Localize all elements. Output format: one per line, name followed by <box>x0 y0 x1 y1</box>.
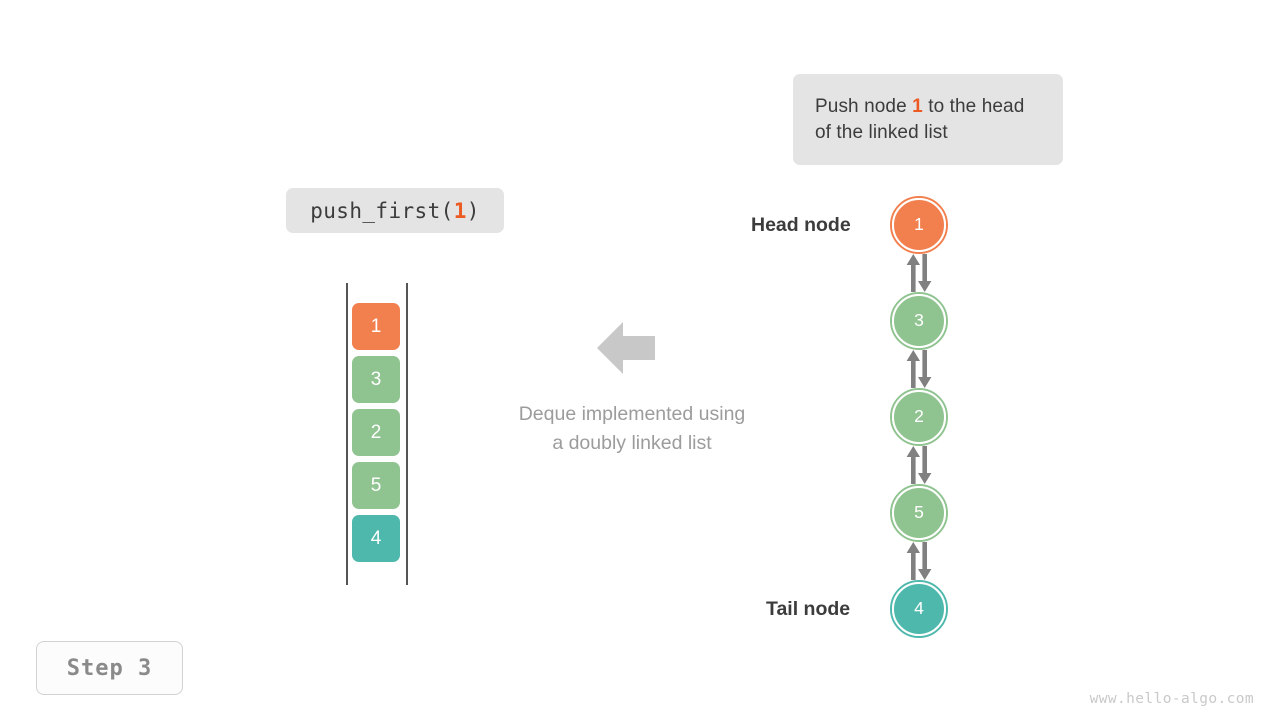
callout-text: Push node 1 to the head of the linked li… <box>815 94 1041 146</box>
callout-text-after: to the head of the linked list <box>815 95 1025 143</box>
list-node-inner: 4 <box>892 582 946 636</box>
list-node-value: 5 <box>914 502 924 523</box>
list-node-inner: 5 <box>892 486 946 540</box>
deque-cell-value: 2 <box>370 422 382 443</box>
list-node: 1 <box>890 196 948 254</box>
head-node-label: Head node <box>751 214 851 236</box>
list-node: 4 <box>890 580 948 638</box>
step-badge-label: Step 3 <box>66 655 153 681</box>
caption-line-2: a doubly linked list <box>552 432 712 454</box>
deque-array-column: 1 3 2 5 4 <box>344 283 412 585</box>
diagram-caption: Deque implemented using a doubly linked … <box>452 400 812 458</box>
list-node-value: 3 <box>914 310 924 331</box>
callout-bubble: Push node 1 to the head of the linked li… <box>793 74 1063 165</box>
caption-line-1: Deque implemented using <box>518 403 746 425</box>
deque-cell-value: 3 <box>370 369 382 390</box>
deque-rail-left <box>346 283 348 585</box>
deque-cell: 5 <box>352 462 400 509</box>
doubly-linked-list: 1 3 2 5 4 <box>860 180 1000 650</box>
step-badge: Step 3 <box>36 641 183 695</box>
tail-node-label: Tail node <box>766 598 851 620</box>
list-node-inner: 1 <box>892 198 946 252</box>
double-arrow-vertical-icon <box>904 254 934 292</box>
list-node-value: 4 <box>914 598 924 619</box>
deque-cell-value: 1 <box>370 316 382 337</box>
deque-cell-value: 5 <box>370 475 382 496</box>
list-node-value: 1 <box>914 214 924 235</box>
operation-prefix: push_first( <box>310 198 454 223</box>
list-node-value: 2 <box>914 406 924 427</box>
operation-argument: 1 <box>453 198 467 223</box>
list-node-inner: 2 <box>892 390 946 444</box>
deque-cell: 3 <box>352 356 400 403</box>
double-arrow-vertical-icon <box>904 446 934 484</box>
operation-suffix: ) <box>466 198 480 223</box>
operation-label: push_first(1) <box>310 199 480 223</box>
list-node: 2 <box>890 388 948 446</box>
list-node: 3 <box>890 292 948 350</box>
list-node-inner: 3 <box>892 294 946 348</box>
deque-cell-value: 4 <box>370 528 382 549</box>
deque-cell: 2 <box>352 409 400 456</box>
watermark: www.hello-algo.com <box>1089 691 1254 707</box>
deque-cell: 1 <box>352 303 400 350</box>
callout-text-before: Push node <box>815 95 913 117</box>
deque-cell: 4 <box>352 515 400 562</box>
list-node: 5 <box>890 484 948 542</box>
arrow-left-icon <box>597 321 655 375</box>
double-arrow-vertical-icon <box>904 542 934 580</box>
operation-chip: push_first(1) <box>286 188 504 233</box>
deque-rail-right <box>406 283 408 585</box>
double-arrow-vertical-icon <box>904 350 934 388</box>
callout-highlight-value: 1 <box>912 95 923 117</box>
deque-cell-list: 1 3 2 5 4 <box>352 303 400 568</box>
